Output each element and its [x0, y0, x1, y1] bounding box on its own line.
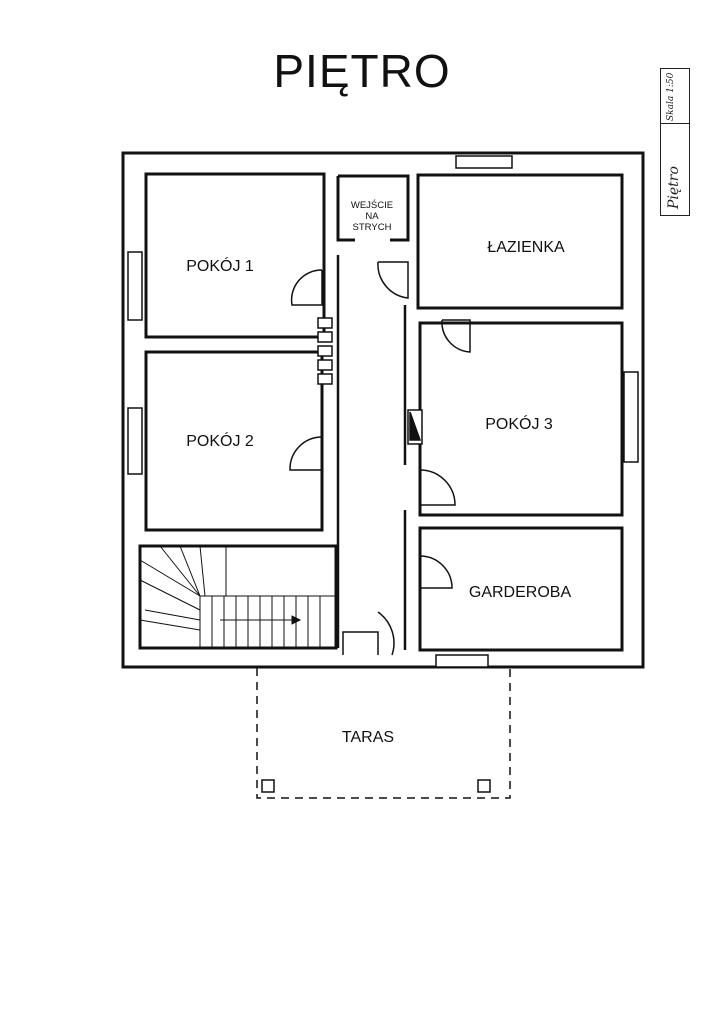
- label-pokoj-2: POKÓJ 2: [186, 431, 254, 450]
- title-block-stamp: Skala 1:50 Piętro: [660, 68, 690, 216]
- outer-wall: [121, 151, 645, 669]
- windows: [127, 155, 639, 668]
- room-attic-entrance: [336, 174, 410, 242]
- window-pokoj-3: [623, 371, 639, 463]
- room-pokoj-1: [144, 172, 326, 339]
- window-pokoj-1: [127, 251, 143, 321]
- label-attic-1: WEJŚCIE: [351, 199, 393, 211]
- label-pokoj-3: POKÓJ 3: [485, 414, 553, 433]
- corridor-walls: [336, 255, 407, 650]
- stamp-divider: [661, 123, 689, 124]
- label-attic-2: NA: [365, 211, 379, 222]
- page-title: PIĘTRO: [273, 45, 451, 97]
- stairwell: [138, 544, 338, 650]
- label-pokoj-1: POKÓJ 1: [186, 256, 254, 275]
- label-lazienka: ŁAZIENKA: [487, 239, 565, 256]
- label-attic-3: STRYCH: [353, 222, 392, 233]
- terrace: [256, 668, 511, 799]
- window-lazienka: [455, 155, 513, 169]
- window-pokoj-2: [127, 407, 143, 475]
- window-garderoba: [435, 654, 489, 668]
- label-taras: TARAS: [342, 729, 394, 746]
- chimney-ducts: [317, 317, 423, 445]
- room-lazienka: [416, 173, 624, 310]
- staircase: [139, 545, 336, 648]
- room-garderoba: [418, 526, 624, 652]
- label-garderoba: GARDEROBA: [469, 584, 572, 601]
- doors: [289, 261, 471, 656]
